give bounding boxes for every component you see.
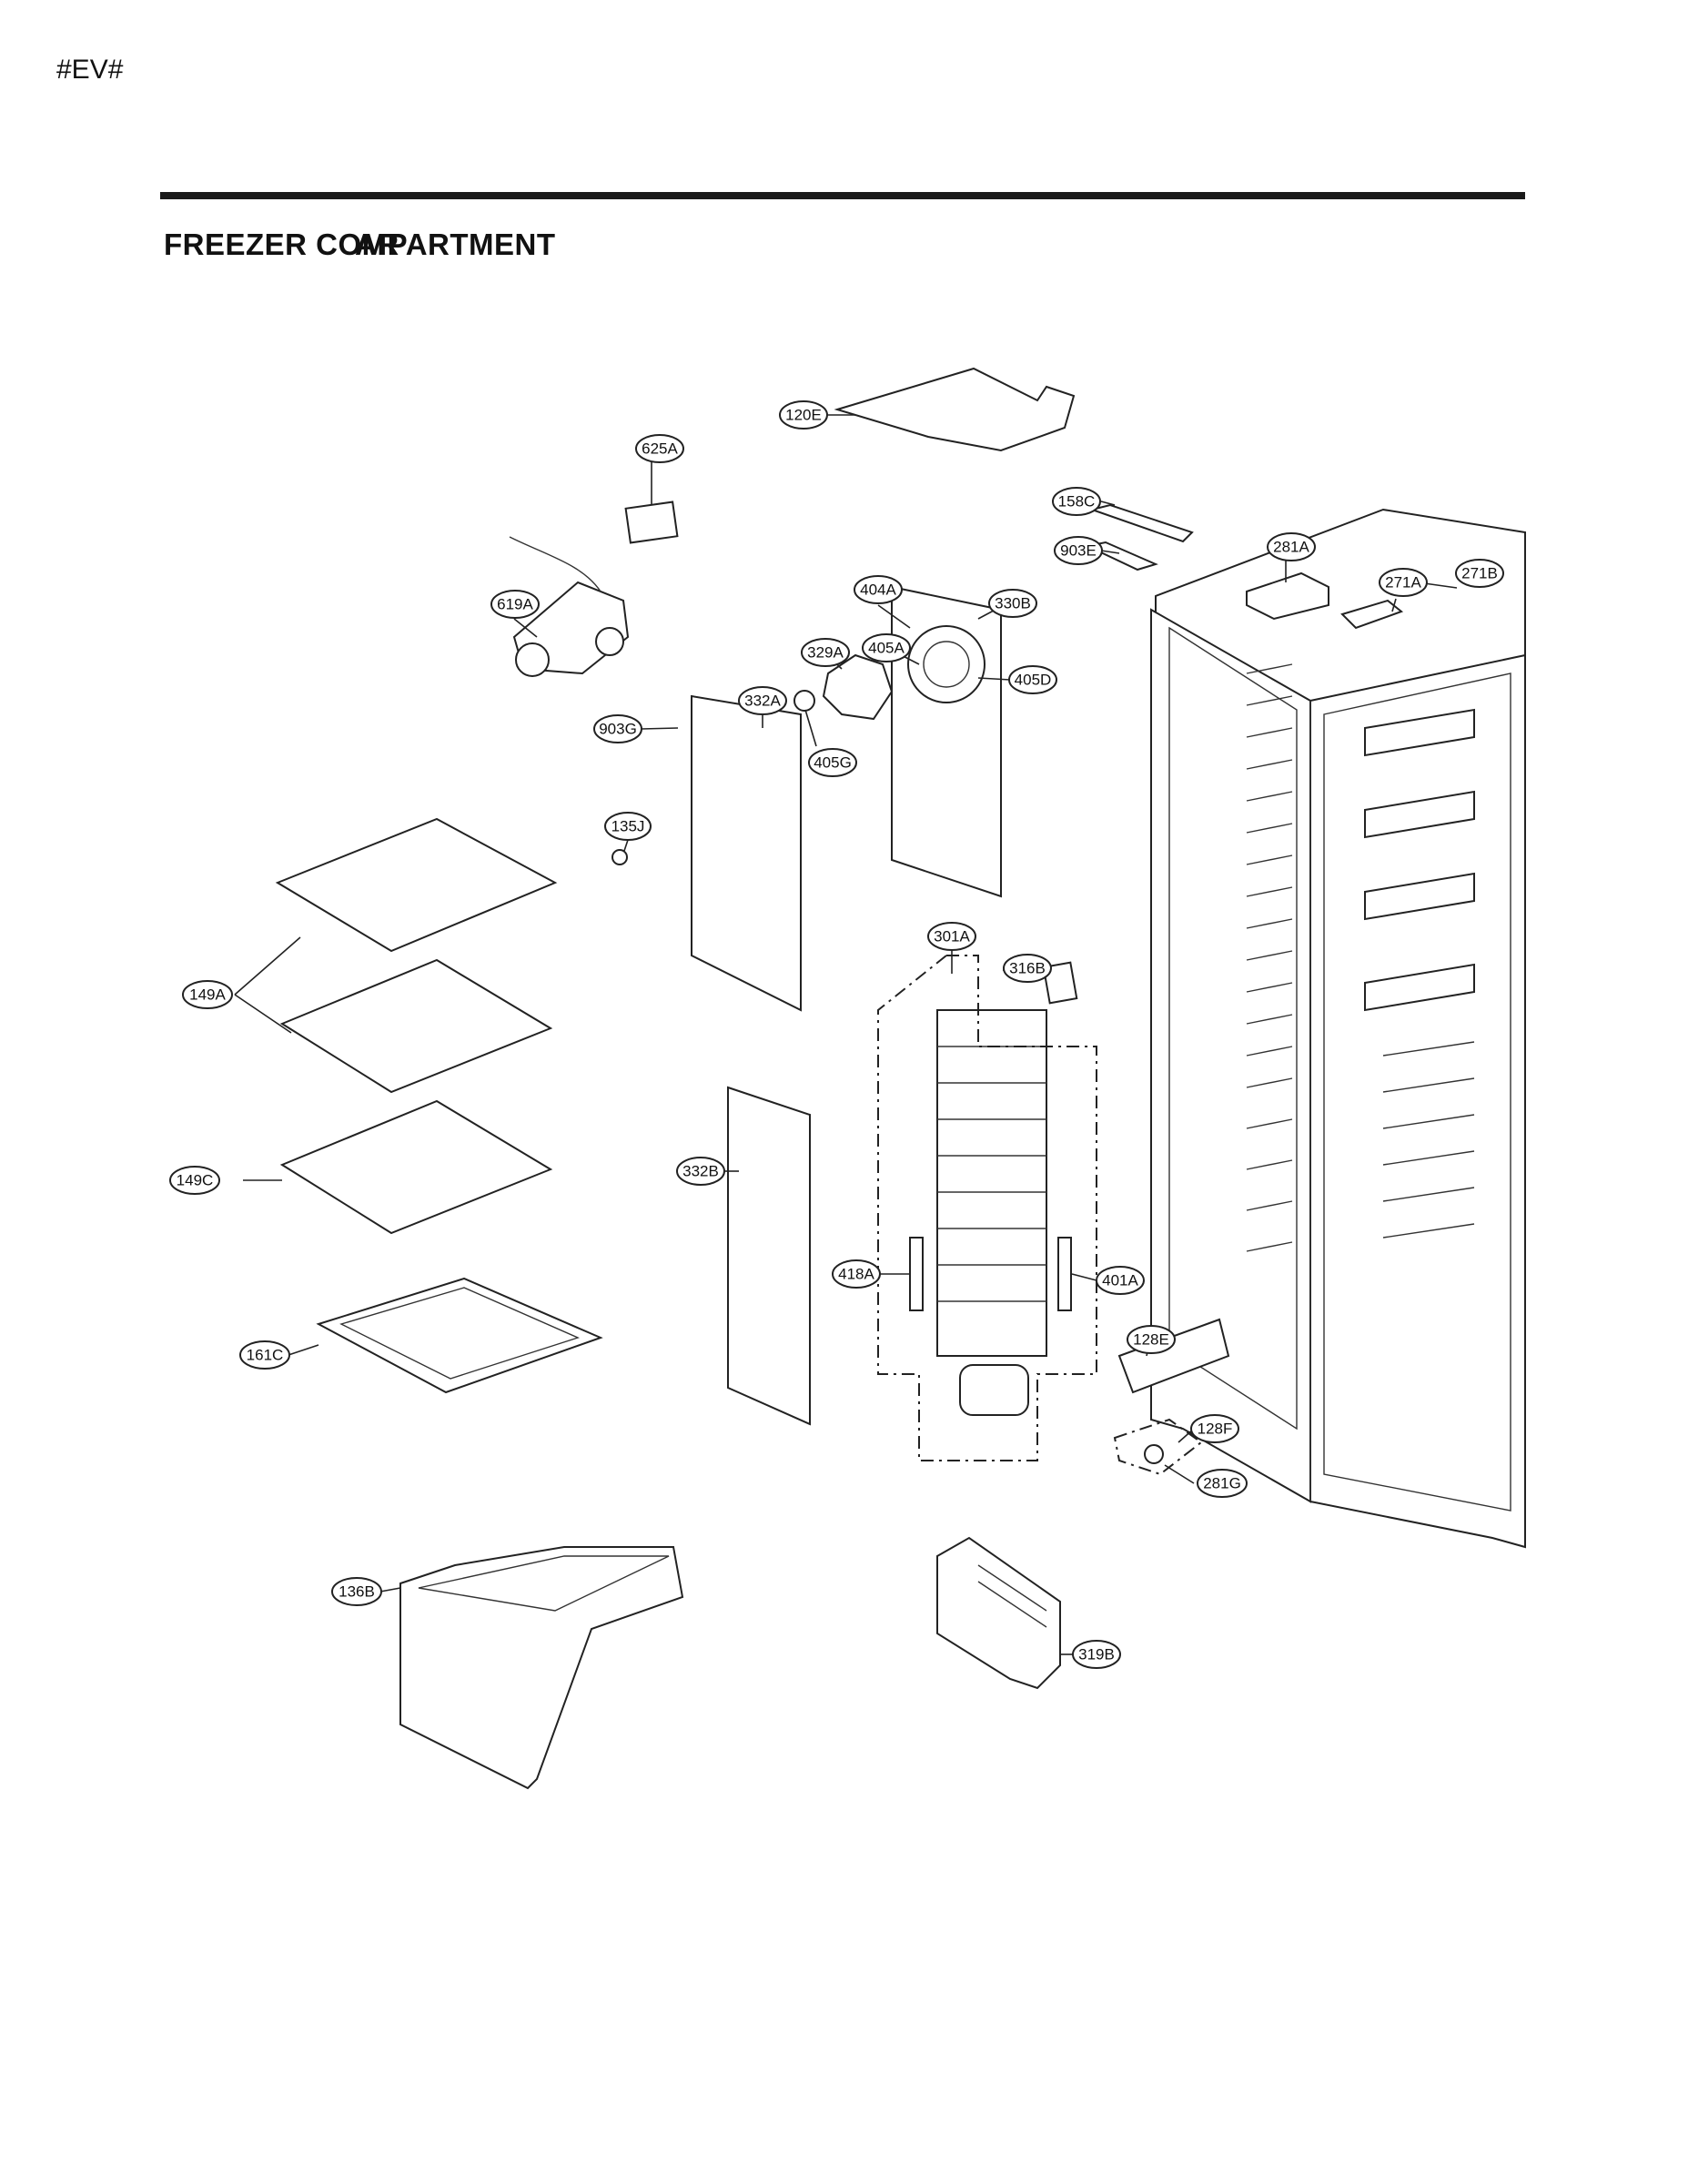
callout-316B: 316B bbox=[1003, 954, 1052, 983]
damper-part bbox=[1113, 1418, 1203, 1476]
rail-part bbox=[1117, 1318, 1230, 1394]
callout-label: 330B bbox=[995, 594, 1031, 612]
callout-418A: 418A bbox=[832, 1259, 881, 1289]
callout-128E: 128E bbox=[1127, 1325, 1176, 1354]
callout-161C: 161C bbox=[239, 1340, 290, 1370]
callout-329A: 329A bbox=[801, 638, 850, 667]
callout-label: 329A bbox=[807, 643, 844, 661]
callout-319B: 319B bbox=[1072, 1640, 1121, 1669]
callout-136B: 136B bbox=[331, 1577, 382, 1606]
callout-label: 903E bbox=[1060, 541, 1097, 559]
callout-label: 158C bbox=[1058, 492, 1096, 510]
callout-label: 281A bbox=[1273, 538, 1309, 555]
rear-cover-part bbox=[727, 1086, 811, 1426]
callout-label: 128E bbox=[1133, 1330, 1169, 1348]
bottom-cover-part bbox=[936, 1536, 1061, 1690]
callout-label: 332B bbox=[682, 1162, 719, 1179]
callout-135J: 135J bbox=[604, 812, 652, 841]
callout-281A: 281A bbox=[1267, 532, 1316, 561]
callout-405G: 405G bbox=[808, 748, 857, 777]
title-text: FREEZER COMPARTMENT bbox=[164, 228, 556, 261]
callout-label: 301A bbox=[934, 927, 970, 945]
duct-part bbox=[834, 367, 1076, 452]
fan-cover-part bbox=[691, 694, 802, 1012]
callout-405A: 405A bbox=[862, 633, 911, 662]
callout-label: 619A bbox=[497, 595, 533, 612]
pad-part bbox=[1042, 961, 1078, 1005]
callout-label: 161C bbox=[247, 1346, 284, 1363]
callout-625A: 625A bbox=[635, 434, 684, 463]
evaporator-group-outline bbox=[877, 955, 1097, 1461]
cover-bar-part bbox=[1088, 503, 1194, 543]
callout-label: 319B bbox=[1078, 1645, 1115, 1663]
callout-149C: 149C bbox=[169, 1166, 220, 1195]
heater-right-part bbox=[1057, 1237, 1072, 1311]
callout-label: 903G bbox=[599, 720, 637, 737]
callout-label: 405D bbox=[1015, 671, 1052, 688]
plug-part bbox=[612, 849, 628, 865]
shelf-frame-part bbox=[316, 1277, 603, 1394]
heater-left-part bbox=[909, 1237, 924, 1311]
callout-903G: 903G bbox=[593, 714, 642, 743]
callout-label: 405G bbox=[814, 753, 852, 771]
callout-903E: 903E bbox=[1054, 536, 1103, 565]
callout-label: 271A bbox=[1385, 573, 1421, 591]
callout-405D: 405D bbox=[1008, 665, 1057, 694]
water-valve-part bbox=[509, 536, 630, 677]
callout-label: 271B bbox=[1461, 564, 1498, 581]
callout-label: 120E bbox=[785, 406, 822, 423]
title-overlay-text: AR bbox=[355, 228, 399, 261]
callout-332A: 332A bbox=[738, 686, 787, 715]
callout-330B: 330B bbox=[988, 589, 1037, 618]
callout-label: 625A bbox=[642, 440, 678, 457]
callout-401A: 401A bbox=[1096, 1266, 1145, 1295]
callout-332B: 332B bbox=[676, 1157, 725, 1186]
page-code: #EV# bbox=[56, 55, 124, 85]
callout-label: 149A bbox=[189, 986, 226, 1003]
callout-label: 405A bbox=[868, 639, 905, 656]
callout-281G: 281G bbox=[1197, 1469, 1248, 1498]
evaporator-part bbox=[936, 1009, 1047, 1416]
callout-619A: 619A bbox=[490, 590, 540, 619]
callout-label: 332A bbox=[744, 692, 781, 709]
cabinet-drawing bbox=[1150, 508, 1526, 1549]
callout-271B: 271B bbox=[1455, 559, 1504, 588]
fan-assembly-part bbox=[793, 585, 1002, 898]
callout-301A: 301A bbox=[927, 922, 976, 951]
callout-label: 401A bbox=[1102, 1271, 1138, 1289]
callout-label: 281G bbox=[1203, 1474, 1241, 1491]
callout-149A: 149A bbox=[182, 980, 233, 1009]
callout-label: 316B bbox=[1009, 959, 1046, 976]
callout-120E: 120E bbox=[779, 400, 828, 430]
header-rule bbox=[160, 192, 1525, 199]
callout-label: 136B bbox=[339, 1582, 375, 1600]
callout-158C: 158C bbox=[1052, 487, 1101, 516]
callout-404A: 404A bbox=[854, 575, 903, 604]
callout-label: 128F bbox=[1198, 1420, 1233, 1437]
callout-128F: 128F bbox=[1190, 1414, 1239, 1443]
callout-label: 149C bbox=[177, 1171, 214, 1188]
callout-label: 404A bbox=[860, 581, 896, 598]
sensor-part bbox=[624, 500, 679, 544]
page-title: FREEZER COMPARTMENT AR bbox=[164, 228, 556, 262]
callout-label: 135J bbox=[612, 817, 645, 834]
callout-label: 418A bbox=[838, 1265, 874, 1282]
freezer-bin-part bbox=[399, 1546, 684, 1790]
callout-271A: 271A bbox=[1379, 568, 1428, 597]
shelf-set-part bbox=[275, 817, 558, 1235]
